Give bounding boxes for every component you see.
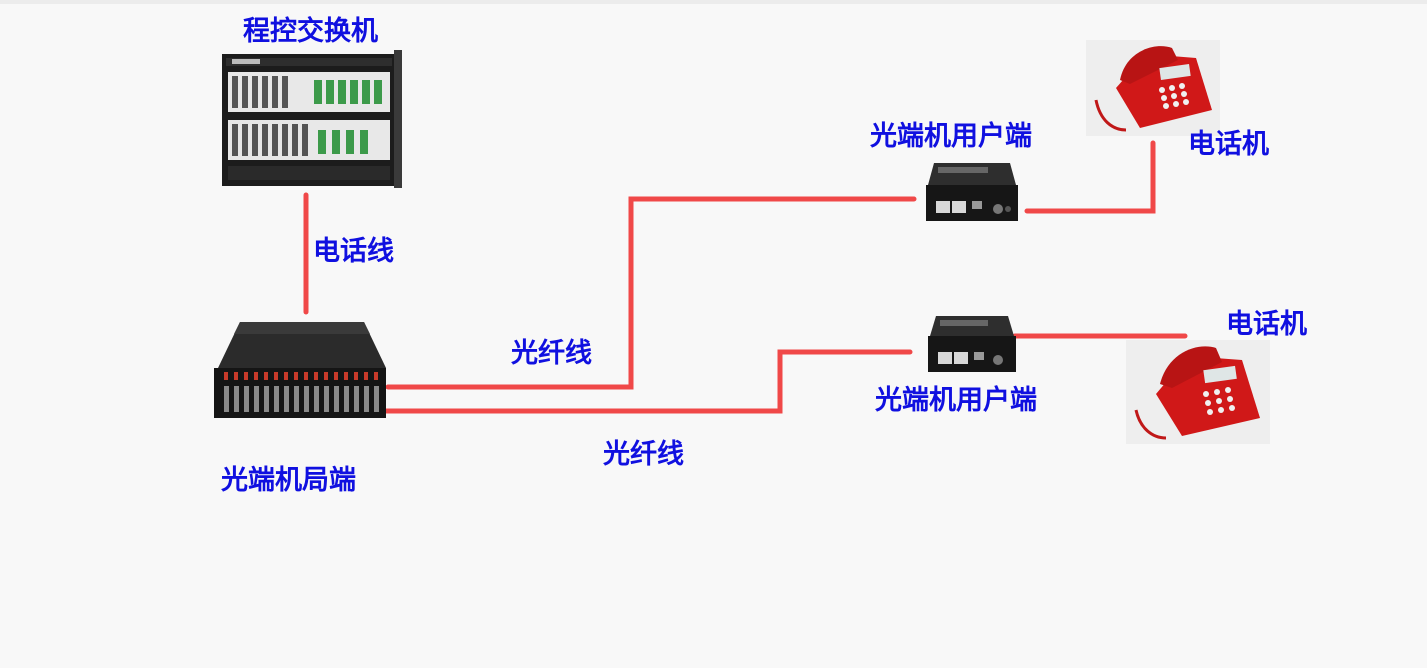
central-unit-label: 光端机局端 xyxy=(221,465,356,496)
top-border xyxy=(0,0,1427,4)
fiber-line-label-top: 光纤线 xyxy=(511,338,592,369)
phone-label-bottom: 电话机 xyxy=(1226,309,1307,340)
fiber-optic-converter-box-icon xyxy=(926,163,1018,221)
red-desk-telephone-icon xyxy=(1126,340,1270,444)
user-unit-label-top: 光端机用户端 xyxy=(870,121,1032,152)
phone-label-top: 电话机 xyxy=(1188,129,1269,160)
pbx-label: 程控交换机 xyxy=(243,16,378,47)
phone-wire-top xyxy=(1024,140,1156,214)
user-unit-label-bottom: 光端机用户端 xyxy=(875,385,1037,416)
fiber-wire-top xyxy=(385,196,917,390)
red-desk-telephone-icon xyxy=(1086,40,1220,136)
fiber-optic-converter-box-icon xyxy=(928,316,1016,372)
phone-line-label: 电话线 xyxy=(313,236,394,267)
fiber-wire-bottom xyxy=(373,349,913,414)
telephone-exchange-rack-icon xyxy=(222,50,402,188)
fiber-optic-rack-chassis-icon xyxy=(214,322,386,418)
fiber-line-label-bottom: 光纤线 xyxy=(603,439,684,470)
